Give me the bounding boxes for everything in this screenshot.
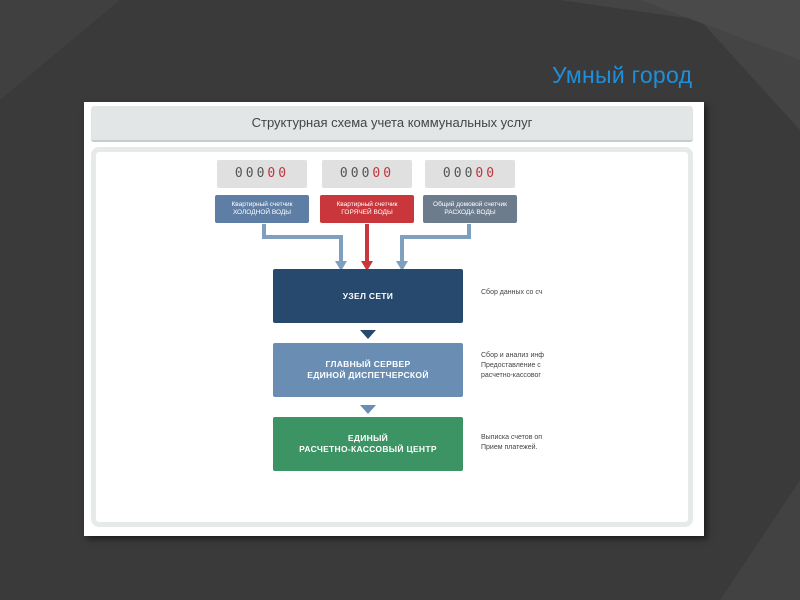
meter-label-hot-water: Квартирный счетчик ГОРЯЧЕЙ ВОДЫ bbox=[320, 195, 414, 223]
counter-hot-water: 00000 bbox=[322, 160, 412, 188]
meter-label-cold-water: Квартирный счетчик ХОЛОДНОЙ ВОДЫ bbox=[215, 195, 309, 223]
meter-label-line1: Квартирный счетчик bbox=[231, 201, 293, 208]
counter-digits: 000 bbox=[339, 166, 373, 181]
node-label-line1: ЕДИНЫЙ bbox=[347, 433, 389, 443]
arrowhead-cold-water bbox=[335, 261, 347, 271]
meter-label-line2: РАСХОДА ВОДЫ bbox=[444, 209, 496, 216]
diagram-title: Структурная схема учета коммунальных усл… bbox=[251, 115, 533, 130]
description-line: Предоставление с bbox=[481, 362, 541, 369]
diagram-panel: 00000 00000 00000 Квартирный счетчик ХОЛ… bbox=[91, 147, 693, 527]
arrow-cold-water bbox=[262, 224, 343, 263]
meter-label-line2: ХОЛОДНОЙ ВОДЫ bbox=[232, 209, 292, 216]
node-main-server: ГЛАВНЫЙ СЕРВЕР ЕДИНОЙ ДИСПЕТЧЕРСКОЙ bbox=[273, 343, 463, 397]
description-network: Сбор данных со сч bbox=[481, 288, 545, 298]
description-billing-center: Выписка счетов оп Прием платежей. bbox=[481, 433, 545, 453]
counter-digits: 000 bbox=[442, 166, 476, 181]
diagram-header: Структурная схема учета коммунальных усл… bbox=[91, 106, 693, 142]
diagram-frame: Структурная схема учета коммунальных усл… bbox=[84, 102, 704, 536]
counter-building-water: 00000 bbox=[425, 160, 515, 188]
description-line: Выписка счетов оп bbox=[481, 434, 543, 441]
meter-label-line2: ГОРЯЧЕЙ ВОДЫ bbox=[341, 209, 393, 216]
arrow-building-water bbox=[400, 224, 471, 263]
arrowhead-hot-water bbox=[361, 261, 373, 271]
meter-label-line1: Квартирный счетчик bbox=[336, 201, 398, 208]
slide-title: Умный город bbox=[552, 62, 693, 88]
arrowhead-to-center bbox=[360, 405, 376, 414]
node-billing-center: ЕДИНЫЙ РАСЧЕТНО-КАССОВЫЙ ЦЕНТР bbox=[273, 417, 463, 471]
flow-arrows bbox=[262, 224, 471, 414]
node-label-line2: РАСЧЕТНО-КАССОВЫЙ ЦЕНТР bbox=[299, 444, 437, 454]
counter-cold-water: 00000 bbox=[217, 160, 307, 188]
node-label: УЗЕЛ СЕТИ bbox=[342, 290, 394, 301]
arrowhead-building-water bbox=[396, 261, 408, 271]
node-label-line1: ГЛАВНЫЙ СЕРВЕР bbox=[325, 359, 411, 369]
meter-label-building-water: Общий домовой счетчик РАСХОДА ВОДЫ bbox=[423, 195, 517, 223]
node-label-line2: ЕДИНОЙ ДИСПЕТЧЕРСКОЙ bbox=[307, 370, 429, 380]
meter-label-line1: Общий домовой счетчик bbox=[433, 201, 507, 208]
arrowhead-to-server bbox=[360, 330, 376, 339]
counter-digits-red: 00 bbox=[372, 166, 395, 181]
description-main-server: Сбор и анализ инф Предоставление с расче… bbox=[481, 351, 545, 381]
counter-digits-red: 00 bbox=[475, 166, 498, 181]
description-line: Прием платежей. bbox=[481, 444, 538, 451]
node-network: УЗЕЛ СЕТИ bbox=[273, 269, 463, 323]
counter-digits: 000 bbox=[234, 166, 268, 181]
description-line: Сбор и анализ инф bbox=[481, 352, 544, 359]
counter-digits-red: 00 bbox=[267, 166, 290, 181]
description-line: расчетно-кассовог bbox=[481, 372, 541, 379]
description-line: Сбор данных со сч bbox=[481, 289, 543, 296]
